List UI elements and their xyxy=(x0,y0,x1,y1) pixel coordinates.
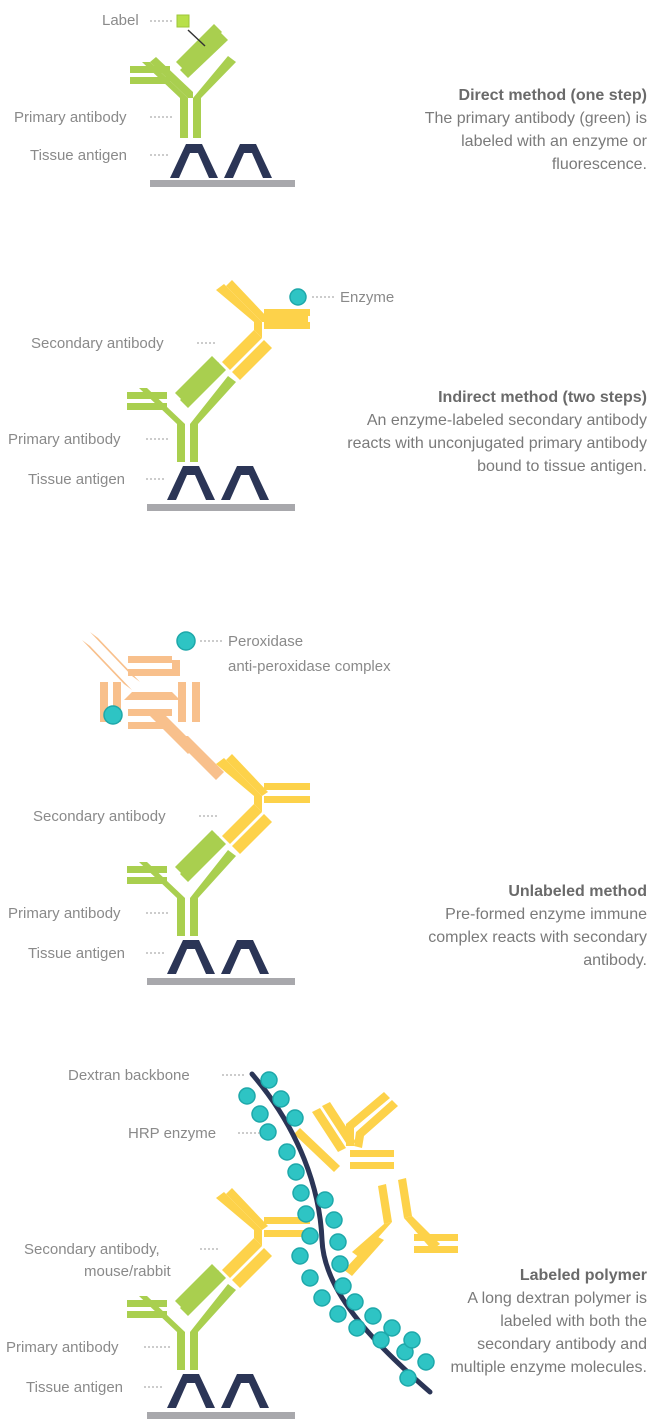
peroxidase-bead xyxy=(176,631,196,651)
tissue-antigen-label: Tissue antigen xyxy=(28,945,125,962)
hrp-enzyme-beads xyxy=(238,1071,435,1387)
pap-label-line2: anti-peroxidase complex xyxy=(228,658,391,675)
hrp-enzyme-label: HRP enzyme xyxy=(128,1125,216,1142)
unlabeled-method-body: Pre-formed enzyme immune complex reacts … xyxy=(428,906,647,969)
slide-base xyxy=(150,180,295,187)
slide-base xyxy=(147,1412,295,1419)
secondary-antibody-shape xyxy=(216,1188,310,1288)
primary-antibody-shape xyxy=(127,356,236,462)
secondary-antibody-shape xyxy=(216,280,310,380)
polymer-secondary-antibody-upper xyxy=(294,1092,398,1172)
direct-method-title: Direct method (one step) xyxy=(458,87,647,104)
unlabeled-method-diagram: Peroxidase anti-peroxidase complex Secon… xyxy=(8,631,391,985)
tissue-antigen-label: Tissue antigen xyxy=(26,1379,123,1396)
unlabeled-method-description: Unlabeled method Pre-formed enzyme immun… xyxy=(317,880,647,972)
primary-antibody-label: Primary antibody xyxy=(14,109,127,126)
enzyme-label: Enzyme xyxy=(340,289,394,306)
dextran-backbone-label: Dextran backbone xyxy=(68,1067,190,1084)
primary-antibody-label: Primary antibody xyxy=(8,905,121,922)
tissue-antigen-shapes xyxy=(167,466,269,500)
label-text: Label xyxy=(102,12,139,29)
indirect-method-diagram: Enzyme Secondary antibody Primary antibo… xyxy=(8,280,394,511)
pap-label-line1: Peroxidase xyxy=(228,633,303,650)
tissue-antigen-shapes xyxy=(170,144,272,178)
slide-base xyxy=(147,504,295,511)
tissue-antigen-label: Tissue antigen xyxy=(28,471,125,488)
secondary-antibody-label-line2: mouse/rabbit xyxy=(84,1263,172,1280)
indirect-method-title: Indirect method (two steps) xyxy=(438,389,647,406)
unlabeled-method-title: Unlabeled method xyxy=(508,883,647,900)
polymer-secondary-antibody-lower xyxy=(344,1178,458,1276)
primary-antibody-label: Primary antibody xyxy=(8,431,121,448)
direct-method-description: Direct method (one step) The primary ant… xyxy=(317,84,647,176)
pap-complex-shape xyxy=(82,632,224,780)
primary-antibody-label: Primary antibody xyxy=(6,1339,119,1356)
secondary-antibody-label: Secondary antibody xyxy=(31,335,164,352)
labeled-polymer-title: Labeled polymer xyxy=(519,1267,647,1284)
tissue-antigen-shapes xyxy=(167,1374,269,1408)
labeled-polymer-diagram: Dextran backbone HRP enzyme Secondary an… xyxy=(6,1067,458,1419)
secondary-antibody-label-line1: Secondary antibody, xyxy=(24,1241,160,1258)
peroxidase-bead xyxy=(103,705,123,725)
direct-method-diagram: Label Primary antibody Tissue antigen xyxy=(14,12,295,187)
primary-antibody-shape xyxy=(127,830,236,936)
secondary-antibody-label: Secondary antibody xyxy=(33,808,166,825)
tissue-antigen-label: Tissue antigen xyxy=(30,147,127,164)
primary-antibody-shape xyxy=(127,1264,236,1370)
enzyme-bead xyxy=(289,288,307,306)
label-marker xyxy=(176,14,190,28)
slide-base xyxy=(147,978,295,985)
labeled-polymer-description: Labeled polymer A long dextran polymer i… xyxy=(427,1264,647,1379)
labeled-polymer-body: A long dextran polymer is labeled with b… xyxy=(450,1290,647,1376)
direct-method-body: The primary antibody (green) is labeled … xyxy=(424,110,647,173)
tissue-antigen-shapes xyxy=(167,940,269,974)
secondary-antibody-shape xyxy=(216,754,310,854)
indirect-method-description: Indirect method (two steps) An enzyme-la… xyxy=(317,386,647,478)
primary-antibody-shape xyxy=(130,24,236,138)
indirect-method-body: An enzyme-labeled secondary antibody rea… xyxy=(347,412,647,475)
